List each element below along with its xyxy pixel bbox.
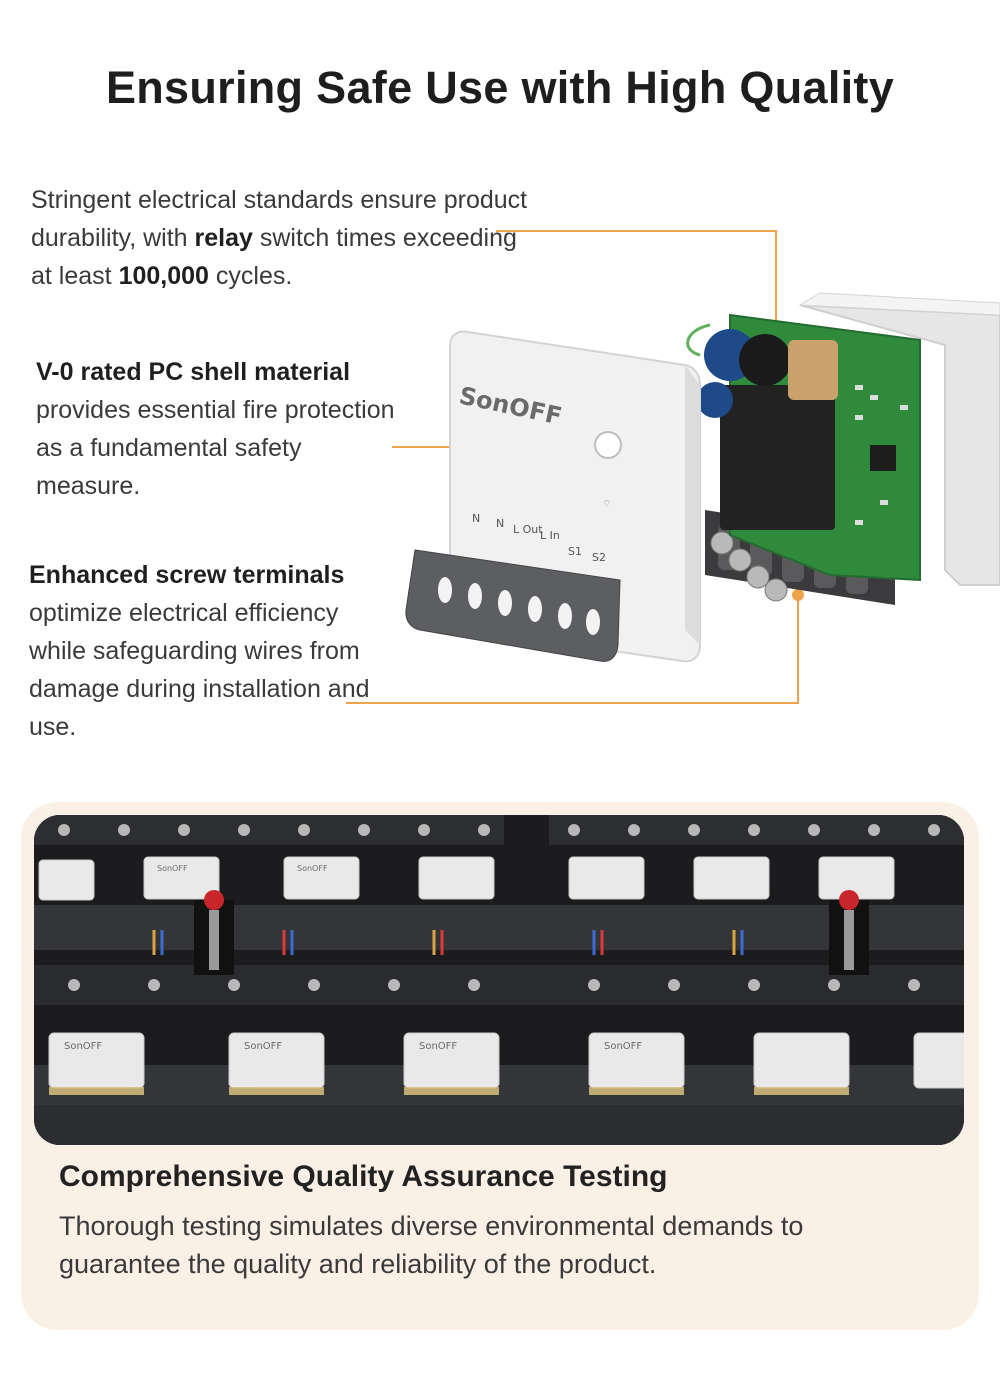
pairing-button-icon xyxy=(594,431,622,459)
test-device-brand-5: SonOFF xyxy=(419,1041,457,1052)
terminal-cover-front xyxy=(405,549,621,662)
shell-cover-right xyxy=(798,292,1000,586)
product-illustration: SonOFF ⌔ N N L Out L In S1 S2 xyxy=(405,292,1000,663)
terminal-label-n1: N xyxy=(472,512,480,525)
feature-shell-text: V-0 rated PC shell material provides ess… xyxy=(36,353,396,505)
feature-terminals-body: optimize electrical efficiency while saf… xyxy=(29,599,370,741)
test-device-brand-4: SonOFF xyxy=(244,1041,282,1052)
feature-shell-lead: V-0 rated PC shell material xyxy=(36,358,351,386)
testing-photo: SonOFF SonOFF SonOFF SonOFF SonOFF SonOF… xyxy=(34,815,964,1145)
relay-component xyxy=(720,385,835,530)
feature-relay-bold-relay: relay xyxy=(194,224,253,252)
toggle-clamp-left xyxy=(194,890,234,975)
feature-terminals-text: Enhanced screw terminals optimize electr… xyxy=(29,556,389,746)
feature-terminals-lead: Enhanced screw terminals xyxy=(29,561,345,589)
toggle-clamp-right xyxy=(829,890,869,975)
test-device-brand-1: SonOFF xyxy=(157,864,188,873)
feature-relay-pre: Stringent electrical standards ensure pr… xyxy=(31,186,528,252)
pcb-board xyxy=(686,313,921,582)
testing-rig-illustration: SonOFF SonOFF SonOFF SonOFF SonOFF SonOF… xyxy=(34,815,964,1145)
feature-relay-text: Stringent electrical standards ensure pr… xyxy=(31,181,531,295)
terminal-label-lout: L Out xyxy=(513,523,543,536)
testing-body: Thorough testing simulates diverse envir… xyxy=(59,1211,804,1279)
callout-terminals-dot xyxy=(792,589,804,601)
feature-relay-mid: switch times exceeding at least xyxy=(31,224,517,290)
callout-terminals-horizontal xyxy=(346,702,798,704)
page-title: Ensuring Safe Use with High Quality xyxy=(105,62,895,113)
callout-shell-horizontal xyxy=(392,446,492,448)
testing-title: Comprehensive Quality Assurance Testing xyxy=(59,1160,668,1193)
feature-relay-bold-cycles: 100,000 xyxy=(118,262,209,290)
terminal-label-s1: S1 xyxy=(568,545,582,558)
callout-relay-horizontal xyxy=(496,230,776,232)
callout-terminals-vertical xyxy=(797,594,799,704)
feature-shell-body: provides essential fire protection as a … xyxy=(36,396,395,500)
terminal-label-lin: L In xyxy=(540,529,560,542)
terminal-label-s2: S2 xyxy=(592,551,606,564)
terminal-label-n2: N xyxy=(496,517,504,530)
feature-relay-post: cycles. xyxy=(208,262,293,290)
test-device-brand-3: SonOFF xyxy=(64,1041,102,1052)
test-device-brand-2: SonOFF xyxy=(297,864,328,873)
test-device-brand-6: SonOFF xyxy=(604,1041,642,1052)
wifi-indicator-icon: ⌔ xyxy=(602,499,611,510)
